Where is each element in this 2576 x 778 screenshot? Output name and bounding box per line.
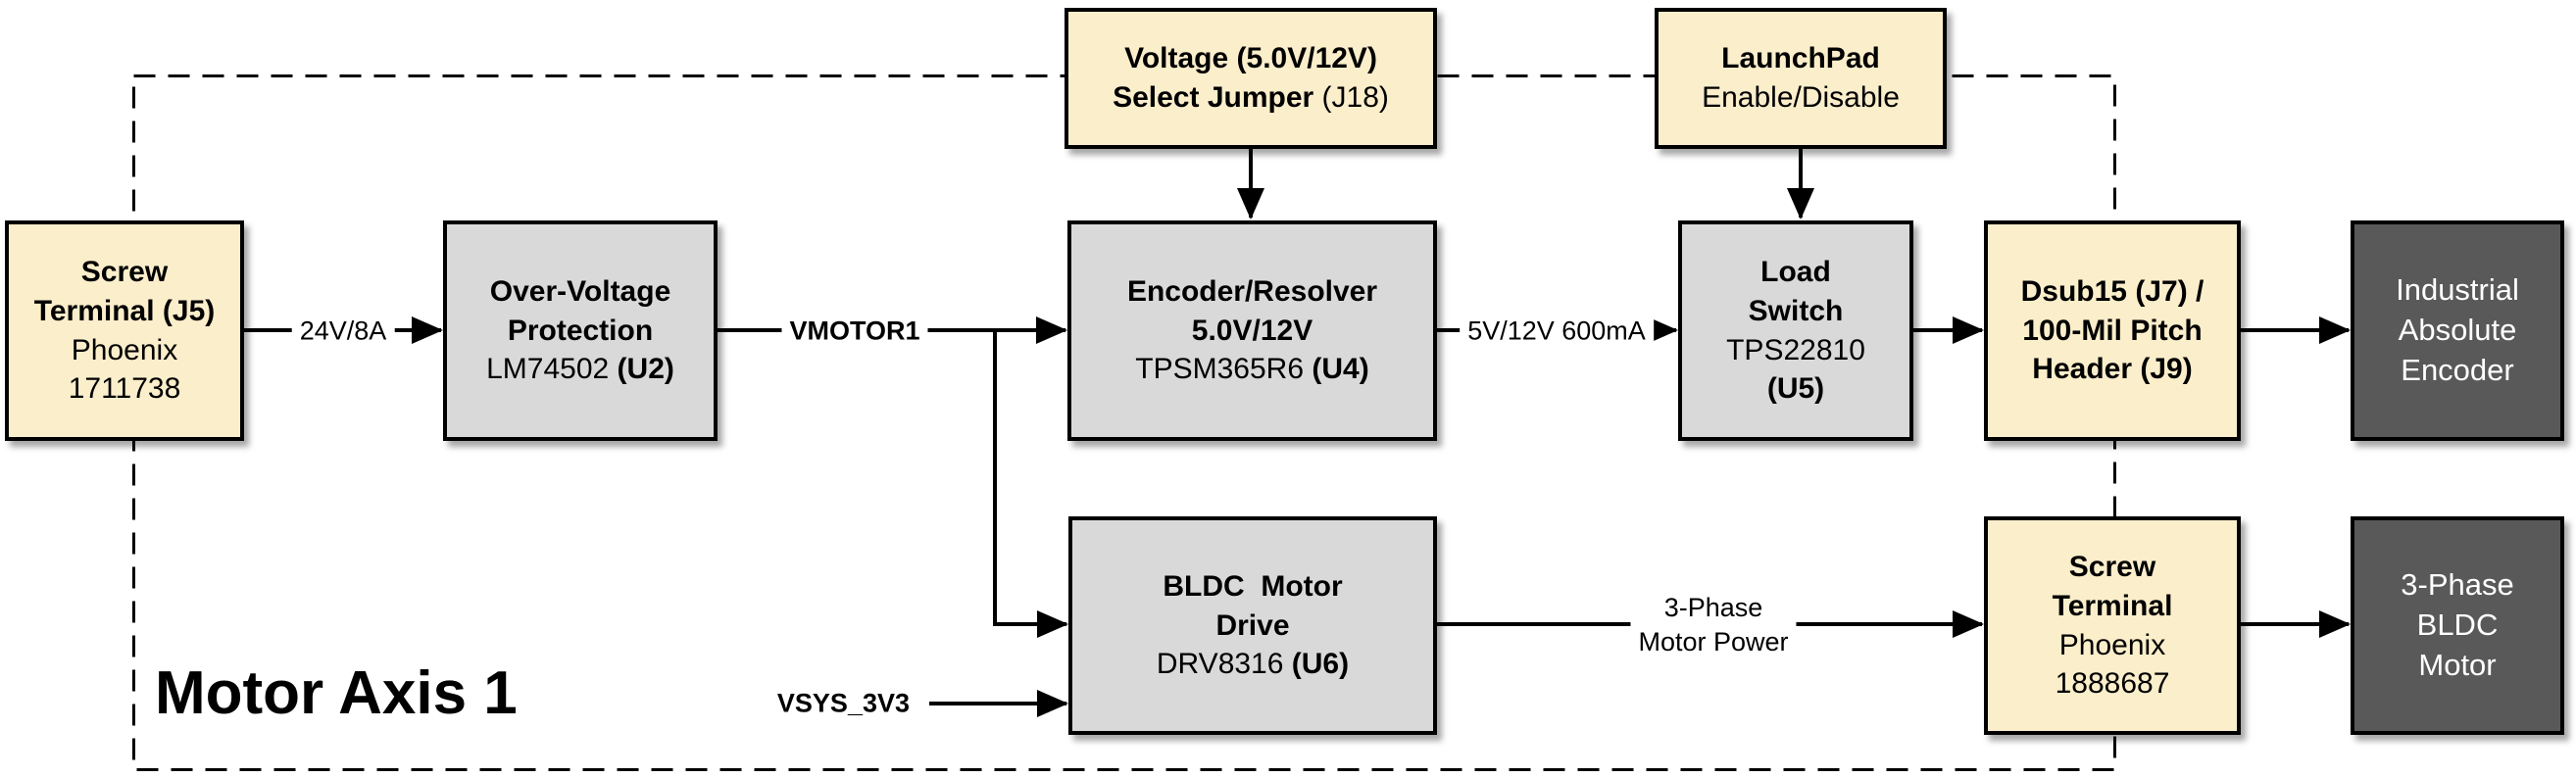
box-text-line: 100-Mil Pitch [2022,314,2203,347]
box-text-line: 5.0V/12V [1191,314,1313,347]
box-text-line: (U5) [1766,372,1825,406]
box-text-line: TPSM365R6 (U4) [1135,353,1369,386]
box-text-line: Enable/Disable [1702,81,1900,114]
box-text-line: Screw [2068,551,2156,584]
box-text-line: BLDC Motor [1163,570,1343,604]
box-text-line: Header (J9) [2032,353,2193,386]
label-5v-12v-600ma: 5V/12V 600mA [1460,314,1654,349]
box-text-line: Absolute [2398,313,2517,348]
box-text-line: Encoder [2401,352,2514,387]
label-vmotor1: VMOTOR1 [781,314,928,349]
box-text-line: Select Jumper (J18) [1113,81,1389,114]
box-text-line: DRV8316 (U6) [1156,648,1350,681]
label-3phase-line2: Motor Power [1638,627,1789,656]
box-text-line: Phoenix [2058,628,2166,661]
box-text-line: Protection [507,314,654,347]
box-voltage-select-jumper: Voltage (5.0V/12V) Select Jumper (J18) [1065,8,1437,149]
box-text-line: Terminal [2052,589,2173,622]
box-text-line: Motor [2418,647,2497,682]
motor-axis-title: Motor Axis 1 [155,659,518,727]
connector-vmotor1-branch-to-bldc [993,330,1068,638]
label-3phase-motor-power: 3-Phase Motor Power [1630,590,1797,660]
box-text-line: Encoder/Resolver [1126,275,1378,309]
box-text-line: Screw [80,256,169,289]
box-text-line: LaunchPad [1721,42,1880,75]
box-text-line: Load [1760,256,1831,289]
box-text-line: 3-Phase [2401,567,2514,603]
label-24v-8a: 24V/8A [291,314,395,349]
box-text-line: Voltage (5.0V/12V) [1124,42,1377,75]
box-text-line: BLDC [2416,608,2499,643]
box-text-line: Terminal (J5) [33,294,216,327]
box-text-line: Switch [1748,294,1844,327]
label-3phase-line1: 3-Phase [1663,592,1763,622]
box-text-line: Industrial [2396,272,2519,308]
box-text-line: TPS22810 [1726,333,1865,366]
box-text-line: Drive [1215,608,1290,642]
box-text-line: LM74502 (U2) [486,353,674,386]
box-encoder-resolver-supply: Encoder/Resolver 5.0V/12V TPSM365R6 (U4) [1067,220,1437,441]
box-text-line: Dsub15 (J7) / [2020,275,2204,309]
box-text-line: 1711738 [68,372,181,406]
box-text-line: Over-Voltage [489,275,671,309]
label-vsys-3v3: VSYS_3V3 [776,688,910,718]
box-text-line: Phoenix [71,333,178,366]
box-text-line: 1888687 [2055,667,2170,701]
